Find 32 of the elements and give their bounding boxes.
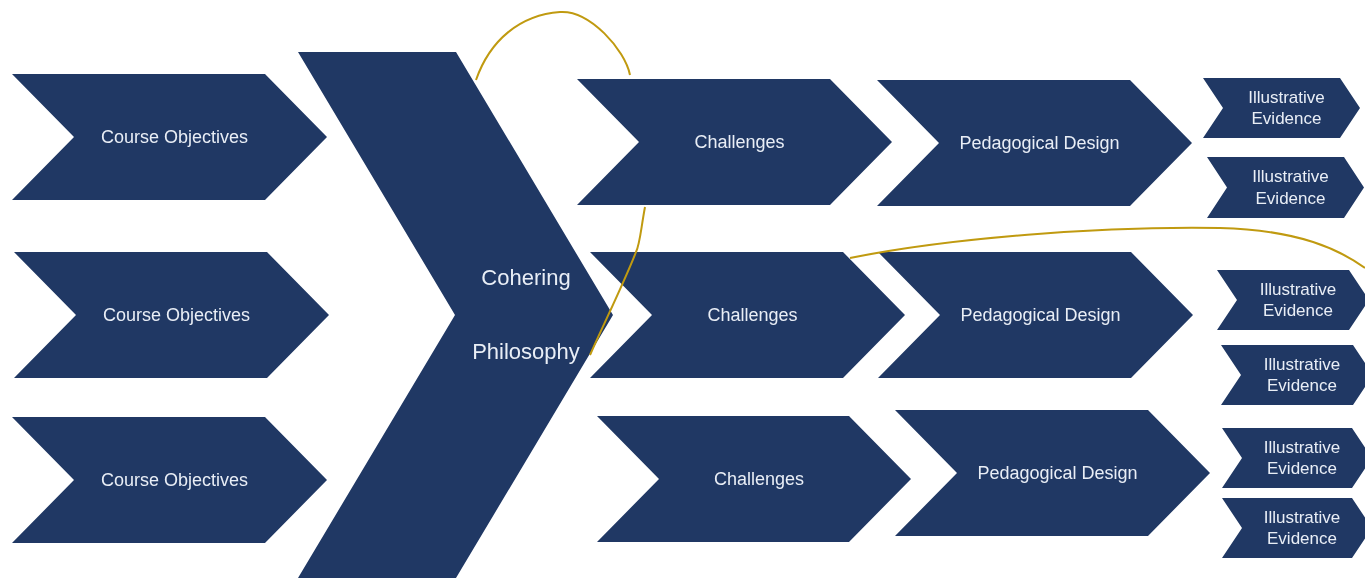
chevron-shape (877, 80, 1192, 206)
chevron-shape (1203, 78, 1360, 138)
chevron-label: Illustrative Evidence (1258, 278, 1338, 322)
chevron-label: Course Objectives (100, 468, 249, 492)
chevron-label: Course Objectives (100, 125, 249, 149)
chevron-shape (298, 52, 613, 578)
chevron-shape (1222, 428, 1365, 488)
chevron-label: Illustrative Evidence (1251, 166, 1330, 209)
chevron-label: Challenges (713, 467, 805, 491)
chevron-shape (14, 252, 329, 378)
chevron-label: Pedagogical Design (977, 461, 1138, 485)
chevron-label: Pedagogical Design (959, 131, 1120, 155)
chevron-shape (895, 410, 1210, 536)
chevron-label: Challenges (707, 303, 798, 327)
chevron-shape (1222, 498, 1365, 558)
chevron-shape (577, 79, 892, 205)
chevron-label: Cohering Philosophy (471, 264, 581, 366)
chevron-label: Course Objectives (102, 303, 251, 327)
chevron-label: Illustrative Evidence (1247, 86, 1326, 130)
chevron-shape (590, 252, 905, 378)
chevron-label: Pedagogical Design (960, 303, 1121, 327)
chevron-shape (12, 417, 327, 543)
chevron-label: Illustrative Evidence (1262, 506, 1342, 550)
chevron-label: Illustrative Evidence (1262, 436, 1342, 480)
chevron-shape (1207, 157, 1364, 218)
chevron-shape (1217, 270, 1365, 330)
chevron-shape (1221, 345, 1365, 405)
chevron-label: Challenges (694, 130, 785, 154)
chevron-shape (12, 74, 327, 200)
chevron-label: Illustrative Evidence (1262, 353, 1342, 397)
chevron-shape (878, 252, 1193, 378)
chevron-shape (597, 416, 911, 542)
